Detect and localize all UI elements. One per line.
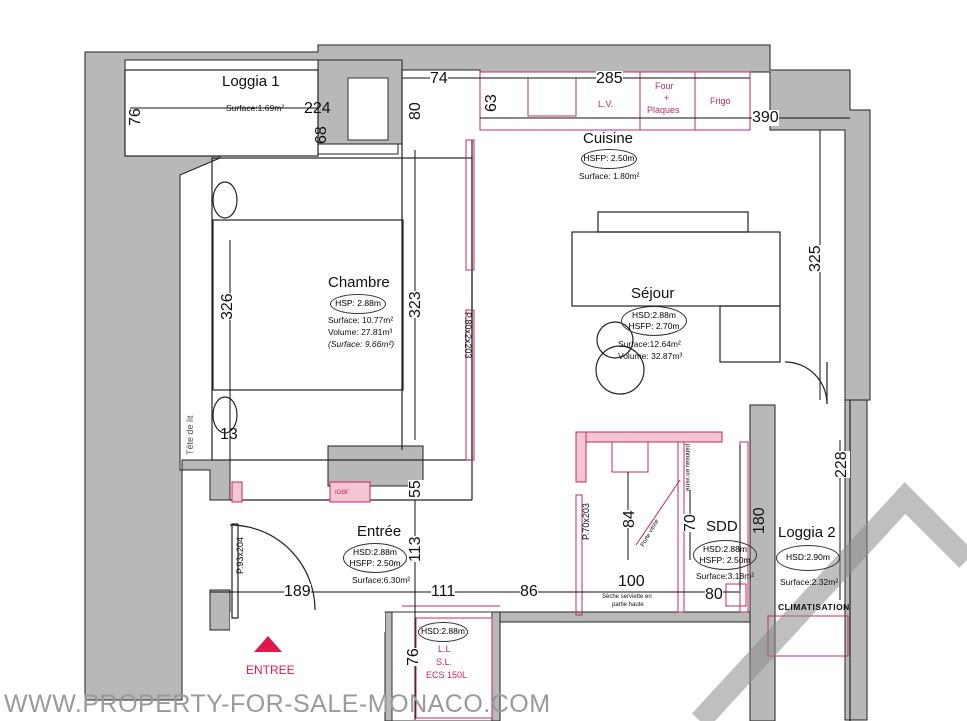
dim-76-placard: 76 [405, 648, 422, 666]
watermark: WWW.PROPERTY-FOR-SALE-MONACO.COM [4, 690, 551, 718]
sdd-surface: Surface:3.18m² [696, 571, 755, 581]
chambre-height-oval: HSP: 2.88m [330, 294, 386, 314]
sejour-surface: Surface:12.64m² [618, 339, 681, 349]
dim-76-loggia: 76 [127, 108, 144, 126]
sejour-volume: Volume: 32.87m³ [618, 351, 683, 361]
door-label-p80: P.80x2x203 [463, 312, 473, 359]
room-name-loggia2: Loggia 2 [778, 524, 836, 541]
dim-325: 325 [807, 245, 824, 272]
dim-80: 80 [407, 102, 424, 120]
fixture-seche-serviette-2: partie haute [612, 602, 644, 608]
watermark-chevron [691, 482, 967, 721]
fixture-panneau-verre: panneau en verre [684, 444, 690, 492]
fixture-seche-serviette: Sèche serviette en [602, 594, 652, 600]
loggia2-surface: Surface:2.32m² [780, 577, 839, 587]
cuisine-height-oval: HSFP: 2.50m [581, 149, 637, 169]
sejour-hsfp: HSFP: 2.70m [628, 321, 680, 331]
room-name-cuisine: Cuisine [583, 130, 634, 147]
dim-228: 228 [833, 451, 850, 478]
chambre-volume: Volume: 27.81m³ [328, 327, 393, 337]
dim-100: 100 [618, 573, 645, 590]
fixture-plaques: Plaques [647, 105, 680, 115]
sdd-hsfp: HSFP: 2.50m [699, 555, 751, 565]
sdd-hsd: HSD:2.88m [703, 543, 747, 554]
dim-113: 113 [407, 536, 424, 562]
placard-ll: L.L [438, 644, 451, 654]
fixture-four: Four [655, 81, 674, 91]
dim-86: 86 [520, 583, 538, 600]
loggia1-surface: Surface:1.69m² [226, 103, 285, 113]
room-name-loggia1: Loggia 1 [222, 73, 280, 90]
dim-84: 84 [621, 510, 638, 528]
fixture-lv: L.V. [598, 99, 614, 109]
wall-segment [209, 589, 231, 631]
chambre-hsp: HSP: 2.88m [335, 298, 381, 309]
dim-224: 224 [304, 100, 331, 117]
cuisine-hsfp: HSFP: 2.50m [583, 153, 635, 164]
loggia2-height-oval: HSD:2.90m [776, 545, 840, 571]
door-label-p70: P.70x203 [581, 503, 591, 540]
wall-segment [327, 445, 424, 487]
sejour-hsd: HSD:2.88m [632, 309, 676, 320]
entree-hsd: HSD:2.88m [353, 546, 397, 557]
chambre-surface: Surface: 10.77m² [328, 315, 394, 325]
dim-111: 111 [431, 583, 456, 600]
dim-55: 55 [407, 480, 424, 498]
placard-ecs: ECS 150L [426, 670, 468, 680]
loggia2-hsd: HSD:2.90m [786, 552, 830, 563]
door-label-p93: P.93x204 [235, 537, 245, 574]
dim-323: 323 [407, 291, 424, 318]
placard-sl: S.L. [436, 657, 453, 667]
entry-arrow-icon [254, 636, 282, 652]
dim-326: 326 [219, 293, 236, 320]
room-name-sdd: SDD [706, 518, 738, 535]
dim-70: 70 [682, 514, 699, 532]
dim-80-sdd: 80 [705, 586, 723, 603]
fixture-plus: + [664, 93, 670, 103]
dim-13: 13 [220, 426, 238, 443]
dim-63: 63 [483, 94, 500, 112]
room-name-sejour: Séjour [631, 285, 675, 302]
dim-390: 390 [752, 109, 779, 126]
dim-180: 180 [751, 507, 768, 534]
cuisine-surface: Surface: 1.80m² [579, 171, 640, 181]
placard-hsd: HSD:2.88m [421, 626, 465, 637]
climatisation-label: CLIMATISATION [778, 602, 850, 612]
fixture-toilet-tag: ІОӨГ [335, 490, 350, 496]
dim-68: 68 [313, 126, 330, 144]
dim-189: 189 [284, 583, 311, 600]
placard-height-oval: HSD:2.88m [418, 622, 468, 642]
entry-label: ENTREE [246, 663, 295, 677]
wall-segment [499, 611, 751, 623]
room-name-chambre: Chambre [328, 274, 390, 291]
fixture-tete-de-lit: Tête de lit [185, 415, 195, 455]
dim-74: 74 [430, 70, 448, 87]
entree-hsfp: HSFP: 2.50m [349, 558, 401, 568]
entree-surface: Surface:6.30m² [352, 575, 411, 585]
room-name-entree: Entrée [357, 523, 402, 540]
dim-285: 285 [596, 70, 623, 87]
chambre-surface-alt: (Surface: 9.66m²) [328, 339, 395, 349]
fixture-frigo: Frigo [710, 96, 731, 106]
